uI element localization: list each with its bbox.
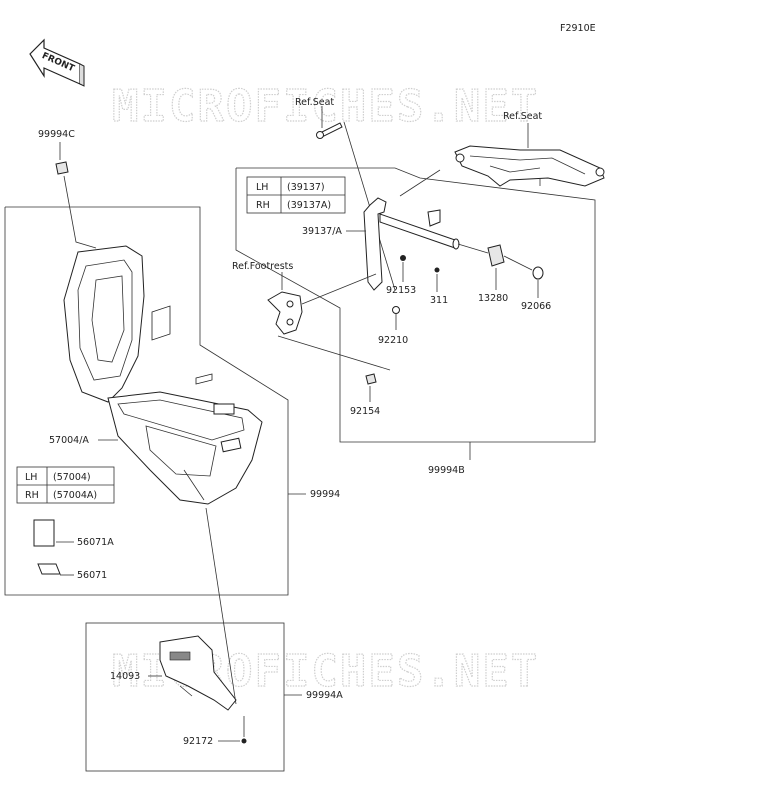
sticker-56071a-part	[33, 519, 55, 547]
leader-13280-92066	[503, 255, 533, 271]
group-outline-99994	[4, 206, 289, 596]
frame-table-lh-part: (39137)	[287, 182, 325, 193]
label-99994c: 99994C	[38, 129, 75, 140]
frame-table-rh: RH	[256, 200, 270, 211]
label-92153: 92153	[386, 285, 416, 296]
ref-seat-right: Ref.Seat	[503, 111, 542, 122]
group-outline-99994b	[235, 167, 596, 443]
label-99994: 99994	[310, 489, 340, 500]
guard-14093-part	[159, 635, 237, 711]
group-outline-99994a	[85, 622, 285, 772]
sticker-56071-part	[37, 563, 61, 575]
leader-frame-13280	[457, 243, 489, 254]
leader-footrest-frame	[301, 273, 377, 305]
bolt-92210-part	[392, 306, 400, 314]
bolt-92154-part	[365, 373, 377, 385]
frame-table-rh-part: (39137A)	[287, 200, 331, 211]
case-table-lh-part: (57004)	[53, 472, 91, 483]
label-57004a: 57004/A	[49, 435, 89, 446]
cap-92066-part	[532, 266, 544, 280]
label-92210: 92210	[378, 335, 408, 346]
label-92154: 92154	[350, 406, 380, 417]
case-table-lh: LH	[25, 472, 37, 483]
ref-seat-left: Ref.Seat	[295, 97, 334, 108]
label-56071a: 56071A	[77, 537, 114, 548]
label-92172: 92172	[183, 736, 213, 747]
sticker-lid-part	[151, 305, 213, 385]
screw-99994c-part	[55, 161, 69, 175]
label-56071: 56071	[77, 570, 107, 581]
label-13280: 13280	[478, 293, 508, 304]
label-39137a: 39137/A	[302, 226, 342, 237]
case-table-rh: RH	[25, 490, 39, 501]
label-99994b: 99994B	[428, 465, 465, 476]
leader-frame-to-seat	[399, 169, 441, 197]
leader-99994c-case	[63, 175, 97, 249]
seat-bolt-part	[316, 122, 343, 139]
leader-footrest-92154	[277, 335, 391, 371]
frame-table-lh: LH	[256, 182, 268, 193]
frame-side-table: LH (39137) RH (39137A)	[246, 176, 346, 214]
pannier-case-part	[63, 245, 263, 505]
pin-311-part	[434, 267, 440, 273]
footrest-bracket-part	[267, 291, 303, 335]
front-arrow-icon: FRONT	[29, 38, 85, 87]
watermark-top: MICROFICHES.NET	[112, 81, 539, 132]
label-92066: 92066	[521, 301, 551, 312]
screw-92172-part	[241, 738, 247, 744]
case-table-rh-part: (57004A)	[53, 490, 97, 501]
ref-footrests: Ref.Footrests	[232, 261, 293, 272]
collar-13280-part	[487, 244, 505, 267]
seat-frame-part	[454, 145, 605, 187]
nut-92153-part	[400, 255, 406, 261]
label-14093: 14093	[110, 671, 140, 682]
pannier-frame-part	[363, 197, 460, 291]
figure-code: F2910E	[560, 23, 596, 34]
label-99994a: 99994A	[306, 690, 343, 701]
label-311: 311	[430, 295, 448, 306]
leader-case-guard	[205, 507, 237, 705]
case-side-table: LH (57004) RH (57004A)	[16, 466, 115, 504]
